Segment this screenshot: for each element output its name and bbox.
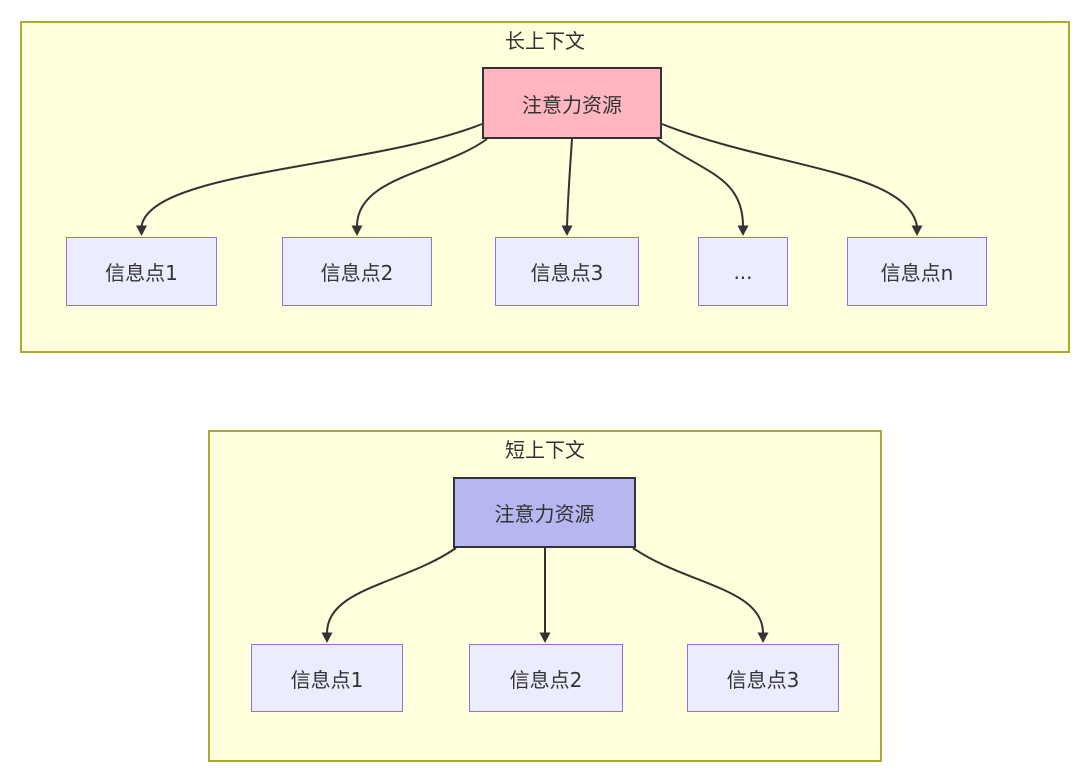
- attention-resource-node-long: 注意力资源: [482, 67, 662, 139]
- info-node-long-2: 信息点2: [282, 237, 432, 306]
- info-node-short-1: 信息点1: [251, 644, 403, 712]
- info-node-short-3: 信息点3: [687, 644, 839, 712]
- long-context-title: 长上下文: [505, 29, 585, 53]
- info-node-long-ellipsis: ...: [698, 237, 788, 306]
- info-node-long-n: 信息点n: [847, 237, 987, 306]
- info-node-short-2: 信息点2: [469, 644, 623, 712]
- info-node-long-1: 信息点1: [66, 237, 217, 306]
- short-context-title: 短上下文: [505, 438, 585, 462]
- info-node-long-3: 信息点3: [495, 237, 639, 306]
- attention-resource-node-short: 注意力资源: [453, 477, 636, 548]
